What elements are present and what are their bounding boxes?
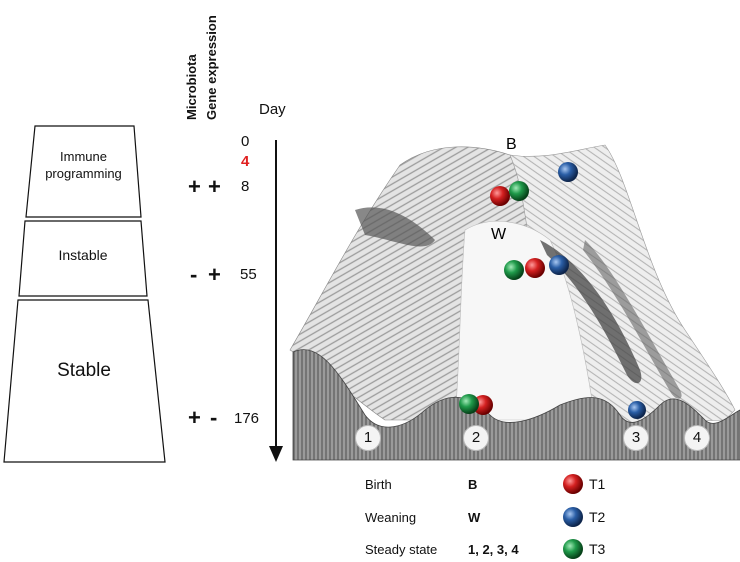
legend-track-t1: T1 [589, 476, 606, 492]
sign-microbiota-stable: + [188, 405, 201, 430]
t2-ball-birth [558, 162, 578, 182]
legend-label-birth: Birth [365, 477, 392, 492]
sign-gene-instable: + [208, 262, 221, 287]
day-tick-8: 8 [241, 178, 250, 195]
legend-swatches [563, 474, 583, 559]
day-tick-0: 0 [241, 133, 250, 150]
legend-label-steady-state: Steady state [365, 542, 438, 557]
t3-ball-birth [509, 181, 529, 201]
t1-ball-birth [490, 186, 510, 206]
sign-gene-stable: - [210, 405, 218, 430]
valley-4: 4 [684, 425, 710, 451]
phase-label-stable: Stable [57, 360, 111, 381]
axis-label-day: Day [259, 101, 286, 118]
phase-box-stable [3, 299, 166, 463]
legend-swatch-t1 [563, 474, 583, 494]
t2-ball-weaning [549, 255, 569, 275]
day-tick-4: 4 [241, 153, 250, 170]
legend-label-weaning: Weaning [365, 510, 417, 525]
t2-ball-steady [628, 401, 646, 419]
t3-ball-weaning [504, 260, 524, 280]
legend-code-weaning: W [468, 510, 481, 525]
valley-3: 3 [623, 425, 649, 451]
legend-swatch-t2 [563, 507, 583, 527]
t1-ball-weaning [525, 258, 545, 278]
landscape-shadow-right2 [583, 240, 682, 399]
phase-immune-programming: Immune programming [26, 148, 141, 188]
marker-weaning: W [491, 226, 507, 243]
phase-box-instable [18, 220, 148, 297]
legend-track-t2: T2 [589, 509, 606, 525]
sign-gene-immune: + [208, 174, 221, 199]
legend-code-steady-state: 1, 2, 3, 4 [468, 542, 519, 557]
legend-swatch-t3 [563, 539, 583, 559]
phase-label-instable: Instable [58, 247, 108, 263]
header-microbiota: Microbiota [184, 54, 199, 120]
valley-2: 2 [463, 425, 489, 451]
landscape-shadow-right [540, 240, 642, 384]
landscape-shadow-left [355, 207, 435, 247]
legend-code-birth: B [468, 477, 478, 492]
sign-microbiota-immune: + [188, 174, 201, 199]
day-tick-176: 176 [234, 410, 260, 427]
phase-label-immune-programming: Immune programming [45, 149, 122, 181]
legend-track-t3: T3 [589, 541, 606, 557]
phase-shapes [3, 125, 166, 463]
day-axis-arrow [269, 140, 283, 462]
phase-box-immune-programming [25, 125, 142, 218]
day-tick-55: 55 [240, 266, 257, 283]
sign-microbiota-instable: - [190, 262, 198, 287]
t3-ball-steady [459, 394, 479, 414]
header-gene-expression: Gene expression [204, 15, 219, 120]
valley-1: 1 [355, 425, 381, 451]
epigenetic-landscape: B W [289, 136, 740, 461]
marker-birth: B [506, 136, 517, 153]
